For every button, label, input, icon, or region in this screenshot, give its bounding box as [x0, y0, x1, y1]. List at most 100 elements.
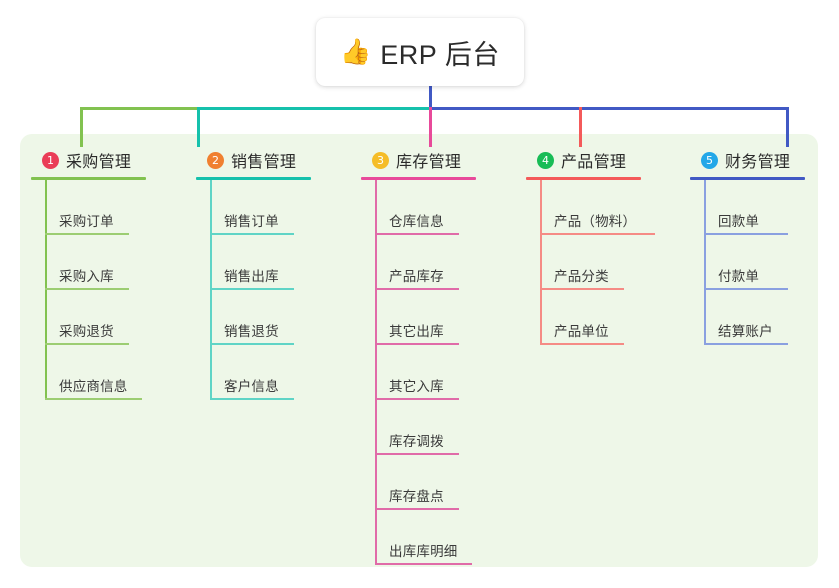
- list-item[interactable]: 付款单: [704, 235, 839, 290]
- branch-column-5: 5 财务管理 回款单 付款单 结算账户: [690, 147, 839, 345]
- root-node[interactable]: 👍 ERP 后台: [316, 18, 524, 86]
- branch-badge-4: 4: [537, 151, 554, 169]
- branch-title-2: 销售管理: [231, 154, 297, 171]
- list-item[interactable]: 客户信息: [210, 345, 346, 400]
- list-item-rule: [45, 233, 129, 235]
- branch-rule-4: [526, 177, 641, 180]
- connector-drop-1: [80, 107, 83, 147]
- branch-badge-3: 3: [372, 151, 389, 169]
- list-item-label: 付款单: [718, 269, 760, 284]
- branch-rule-2: [196, 177, 311, 180]
- branch-header-1[interactable]: 1 采购管理: [31, 147, 181, 173]
- list-item-rule: [375, 563, 472, 565]
- branch-items-1: 采购订单 采购入库 采购退货 供应商信息: [45, 180, 181, 400]
- list-item-rule: [45, 398, 142, 400]
- list-item-label: 出库库明细: [389, 544, 458, 559]
- branch-title-5: 财务管理: [725, 154, 791, 171]
- list-item-label: 采购退货: [59, 324, 114, 339]
- list-item-label: 供应商信息: [59, 379, 128, 394]
- list-item[interactable]: 库存调拨: [375, 400, 521, 455]
- list-item-label: 销售退货: [224, 324, 279, 339]
- branch-spine-4: [540, 180, 542, 345]
- list-item[interactable]: 供应商信息: [45, 345, 181, 400]
- list-item-label: 库存调拨: [389, 434, 444, 449]
- connector-bus-teal: [198, 107, 430, 110]
- list-item-label: 产品（物料）: [554, 214, 637, 229]
- branch-items-3: 仓库信息 产品库存 其它出库 其它入库 库存调拨 库存盘点: [375, 180, 521, 565]
- branch-spine-5: [704, 180, 706, 345]
- list-item[interactable]: 销售订单: [210, 180, 346, 235]
- list-item-rule: [375, 233, 459, 235]
- list-item[interactable]: 回款单: [704, 180, 839, 235]
- list-item-rule: [704, 343, 788, 345]
- list-item[interactable]: 采购退货: [45, 290, 181, 345]
- connector-root-stem: [429, 86, 432, 109]
- branch-column-1: 1 采购管理 采购订单 采购入库 采购退货 供应商信息: [31, 147, 181, 400]
- list-item[interactable]: 产品库存: [375, 235, 521, 290]
- branch-rule-3: [361, 177, 476, 180]
- list-item[interactable]: 销售出库: [210, 235, 346, 290]
- list-item[interactable]: 库存盘点: [375, 455, 521, 510]
- branch-items-5: 回款单 付款单 结算账户: [704, 180, 839, 345]
- branch-spine-3: [375, 180, 377, 565]
- connector-bus-green: [80, 107, 198, 110]
- list-item[interactable]: 产品（物料）: [540, 180, 696, 235]
- list-item-label: 其它入库: [389, 379, 444, 394]
- list-item-rule: [704, 288, 788, 290]
- branch-badge-5: 5: [701, 151, 718, 169]
- branches-panel: [20, 134, 818, 567]
- connector-bus-blue: [430, 107, 789, 110]
- branch-rule-5: [690, 177, 805, 180]
- list-item[interactable]: 其它出库: [375, 290, 521, 345]
- list-item-rule: [375, 343, 459, 345]
- branch-spine-1: [45, 180, 47, 400]
- list-item-rule: [375, 398, 459, 400]
- list-item-label: 销售订单: [224, 214, 279, 229]
- branch-badge-2: 2: [207, 151, 224, 169]
- list-item-rule: [45, 288, 129, 290]
- branch-header-2[interactable]: 2 销售管理: [196, 147, 346, 173]
- list-item-label: 结算账户: [718, 324, 773, 339]
- branch-rule-1: [31, 177, 146, 180]
- branch-column-2: 2 销售管理 销售订单 销售出库 销售退货 客户信息: [196, 147, 346, 400]
- list-item-label: 产品单位: [554, 324, 609, 339]
- list-item[interactable]: 产品单位: [540, 290, 696, 345]
- branch-header-3[interactable]: 3 库存管理: [361, 147, 521, 173]
- list-item-rule: [540, 288, 624, 290]
- list-item-label: 产品分类: [554, 269, 609, 284]
- branch-items-2: 销售订单 销售出库 销售退货 客户信息: [210, 180, 346, 400]
- list-item-rule: [210, 288, 294, 290]
- list-item-rule: [210, 398, 294, 400]
- list-item-label: 采购订单: [59, 214, 114, 229]
- branch-title-3: 库存管理: [396, 154, 462, 171]
- list-item-rule: [210, 233, 294, 235]
- branch-badge-1: 1: [42, 151, 59, 169]
- list-item-rule: [540, 233, 655, 235]
- list-item-label: 销售出库: [224, 269, 279, 284]
- list-item-rule: [45, 343, 129, 345]
- connector-drop-3: [429, 107, 432, 147]
- list-item[interactable]: 出库库明细: [375, 510, 521, 565]
- list-item-rule: [210, 343, 294, 345]
- list-item[interactable]: 其它入库: [375, 345, 521, 400]
- list-item-label: 库存盘点: [389, 489, 444, 504]
- list-item-rule: [540, 343, 624, 345]
- list-item-rule: [704, 233, 788, 235]
- list-item[interactable]: 仓库信息: [375, 180, 521, 235]
- list-item[interactable]: 产品分类: [540, 235, 696, 290]
- branch-header-5[interactable]: 5 财务管理: [690, 147, 839, 173]
- list-item[interactable]: 采购入库: [45, 235, 181, 290]
- list-item-label: 回款单: [718, 214, 760, 229]
- list-item[interactable]: 采购订单: [45, 180, 181, 235]
- list-item-label: 其它出库: [389, 324, 444, 339]
- list-item-label: 仓库信息: [389, 214, 444, 229]
- branch-spine-2: [210, 180, 212, 400]
- thumbs-up-icon: 👍: [340, 38, 372, 66]
- branch-header-4[interactable]: 4 产品管理: [526, 147, 696, 173]
- branch-column-4: 4 产品管理 产品（物料） 产品分类 产品单位: [526, 147, 696, 345]
- connector-drop-2: [197, 107, 200, 147]
- list-item[interactable]: 结算账户: [704, 290, 839, 345]
- connector-drop-5: [786, 107, 789, 147]
- list-item[interactable]: 销售退货: [210, 290, 346, 345]
